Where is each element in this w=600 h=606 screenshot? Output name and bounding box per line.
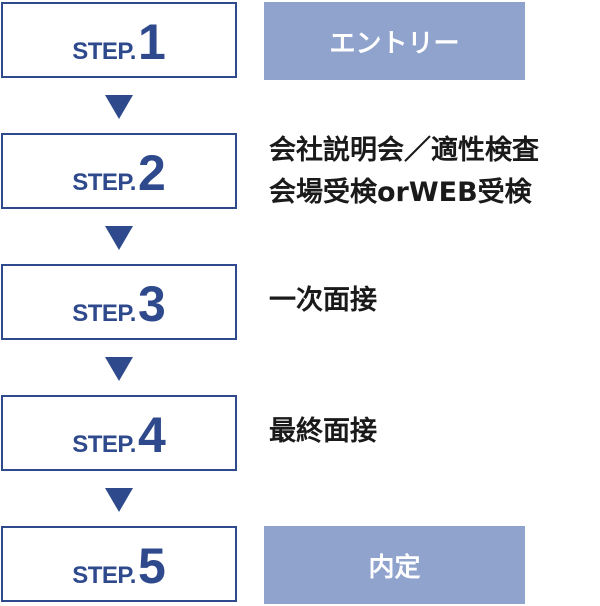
- step-4-label: STEP.: [72, 431, 136, 458]
- step-2-box: STEP. 2: [1, 133, 237, 209]
- step-2-label: STEP.: [72, 169, 136, 196]
- step-1-heading: STEP. 1: [72, 14, 166, 70]
- triangle-down-icon: [105, 95, 133, 119]
- step-3-box: STEP. 3: [1, 264, 237, 340]
- step-1-number: 1: [137, 14, 166, 70]
- step-1-label: STEP.: [72, 38, 136, 65]
- step-4-box: STEP. 4: [1, 395, 237, 471]
- stage-2-line-2: 会場受検orWEB受検: [269, 177, 532, 208]
- stage-4-text: 最終面接: [269, 416, 377, 447]
- step-5-heading: STEP. 5: [72, 538, 166, 594]
- step-3-number: 3: [137, 276, 166, 332]
- step-2-heading: STEP. 2: [72, 145, 166, 201]
- step-4-heading: STEP. 4: [72, 407, 166, 463]
- step-2-number: 2: [137, 145, 166, 201]
- step-5-box: STEP. 5: [1, 526, 237, 602]
- stage-2-line-1: 会社説明会／適性検査: [269, 135, 539, 166]
- stage-1-entry: エントリー: [264, 2, 525, 80]
- step-3-label: STEP.: [72, 300, 136, 327]
- step-5-label: STEP.: [72, 562, 136, 589]
- step-5-number: 5: [137, 538, 166, 594]
- step-3-heading: STEP. 3: [72, 276, 166, 332]
- stage-3-text: 一次面接: [269, 285, 377, 316]
- stage-5-offer: 内定: [264, 526, 525, 604]
- step-4-number: 4: [137, 407, 166, 463]
- triangle-down-icon: [105, 488, 133, 512]
- triangle-down-icon: [105, 226, 133, 250]
- triangle-down-icon: [105, 357, 133, 381]
- step-1-box: STEP. 1: [1, 2, 237, 78]
